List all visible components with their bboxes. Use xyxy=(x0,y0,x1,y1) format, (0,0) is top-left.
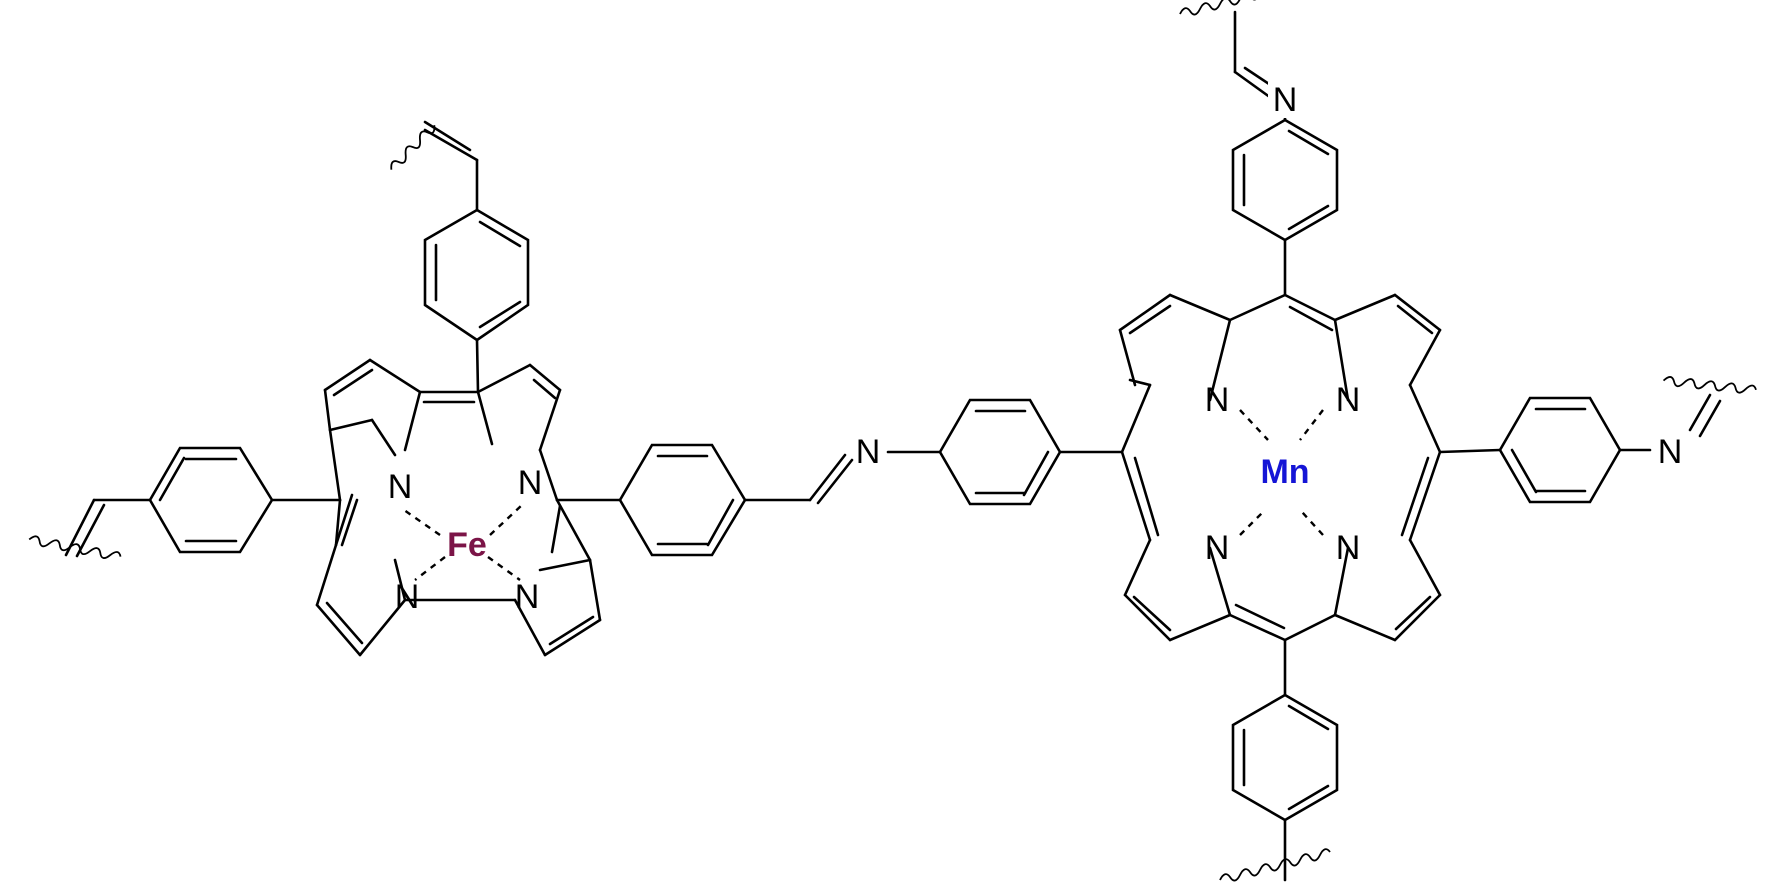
fe-unit-nitrogen-4: N xyxy=(515,578,540,616)
fe-pyrrole-bottom-right xyxy=(403,498,602,657)
fe-phenyl-top xyxy=(390,120,530,342)
fe-unit-nitrogen-1: N xyxy=(388,468,413,506)
linker-nitrogen: N xyxy=(856,433,881,471)
mn-pyrrole-top-left xyxy=(1118,293,1232,454)
mn-pyrrole-bottom-left xyxy=(1120,450,1232,642)
fe-phenyl-left xyxy=(28,446,274,559)
fe-unit-nitrogen-3: N xyxy=(395,578,420,616)
fe-pyrrole-top-left xyxy=(323,358,422,457)
fe-pyrrole-bottom-left xyxy=(315,493,407,657)
mn-pyrrole-bottom-right xyxy=(1333,450,1442,642)
imine-linker: N xyxy=(856,398,1124,506)
fe-pyrrole-top-right xyxy=(476,363,562,502)
mn-phenyl-bottom xyxy=(1219,693,1339,882)
fe-metal-center: Fe xyxy=(447,526,487,564)
mn-unit-nitrogen-3: N xyxy=(1205,529,1230,567)
mn-top-nitrogen: N xyxy=(1273,81,1298,119)
fe-phenyl-right xyxy=(618,443,854,557)
fe-porphyrin-unit: N N N N Fe xyxy=(28,120,854,657)
mn-right-nitrogen: N xyxy=(1658,433,1683,471)
mn-phenyl-top xyxy=(1179,0,1339,242)
mn-unit-nitrogen-1: N xyxy=(1205,381,1230,419)
mn-porphyrin-unit: N N N N Mn N xyxy=(1118,0,1757,882)
mn-unit-nitrogen-2: N xyxy=(1336,381,1361,419)
fe-unit-nitrogen-2: N xyxy=(518,464,543,502)
mn-unit-nitrogen-4: N xyxy=(1336,529,1361,567)
mn-metal-center: Mn xyxy=(1260,453,1309,491)
mn-phenyl-right xyxy=(1498,376,1757,504)
mn-pyrrole-top-right xyxy=(1333,293,1442,454)
